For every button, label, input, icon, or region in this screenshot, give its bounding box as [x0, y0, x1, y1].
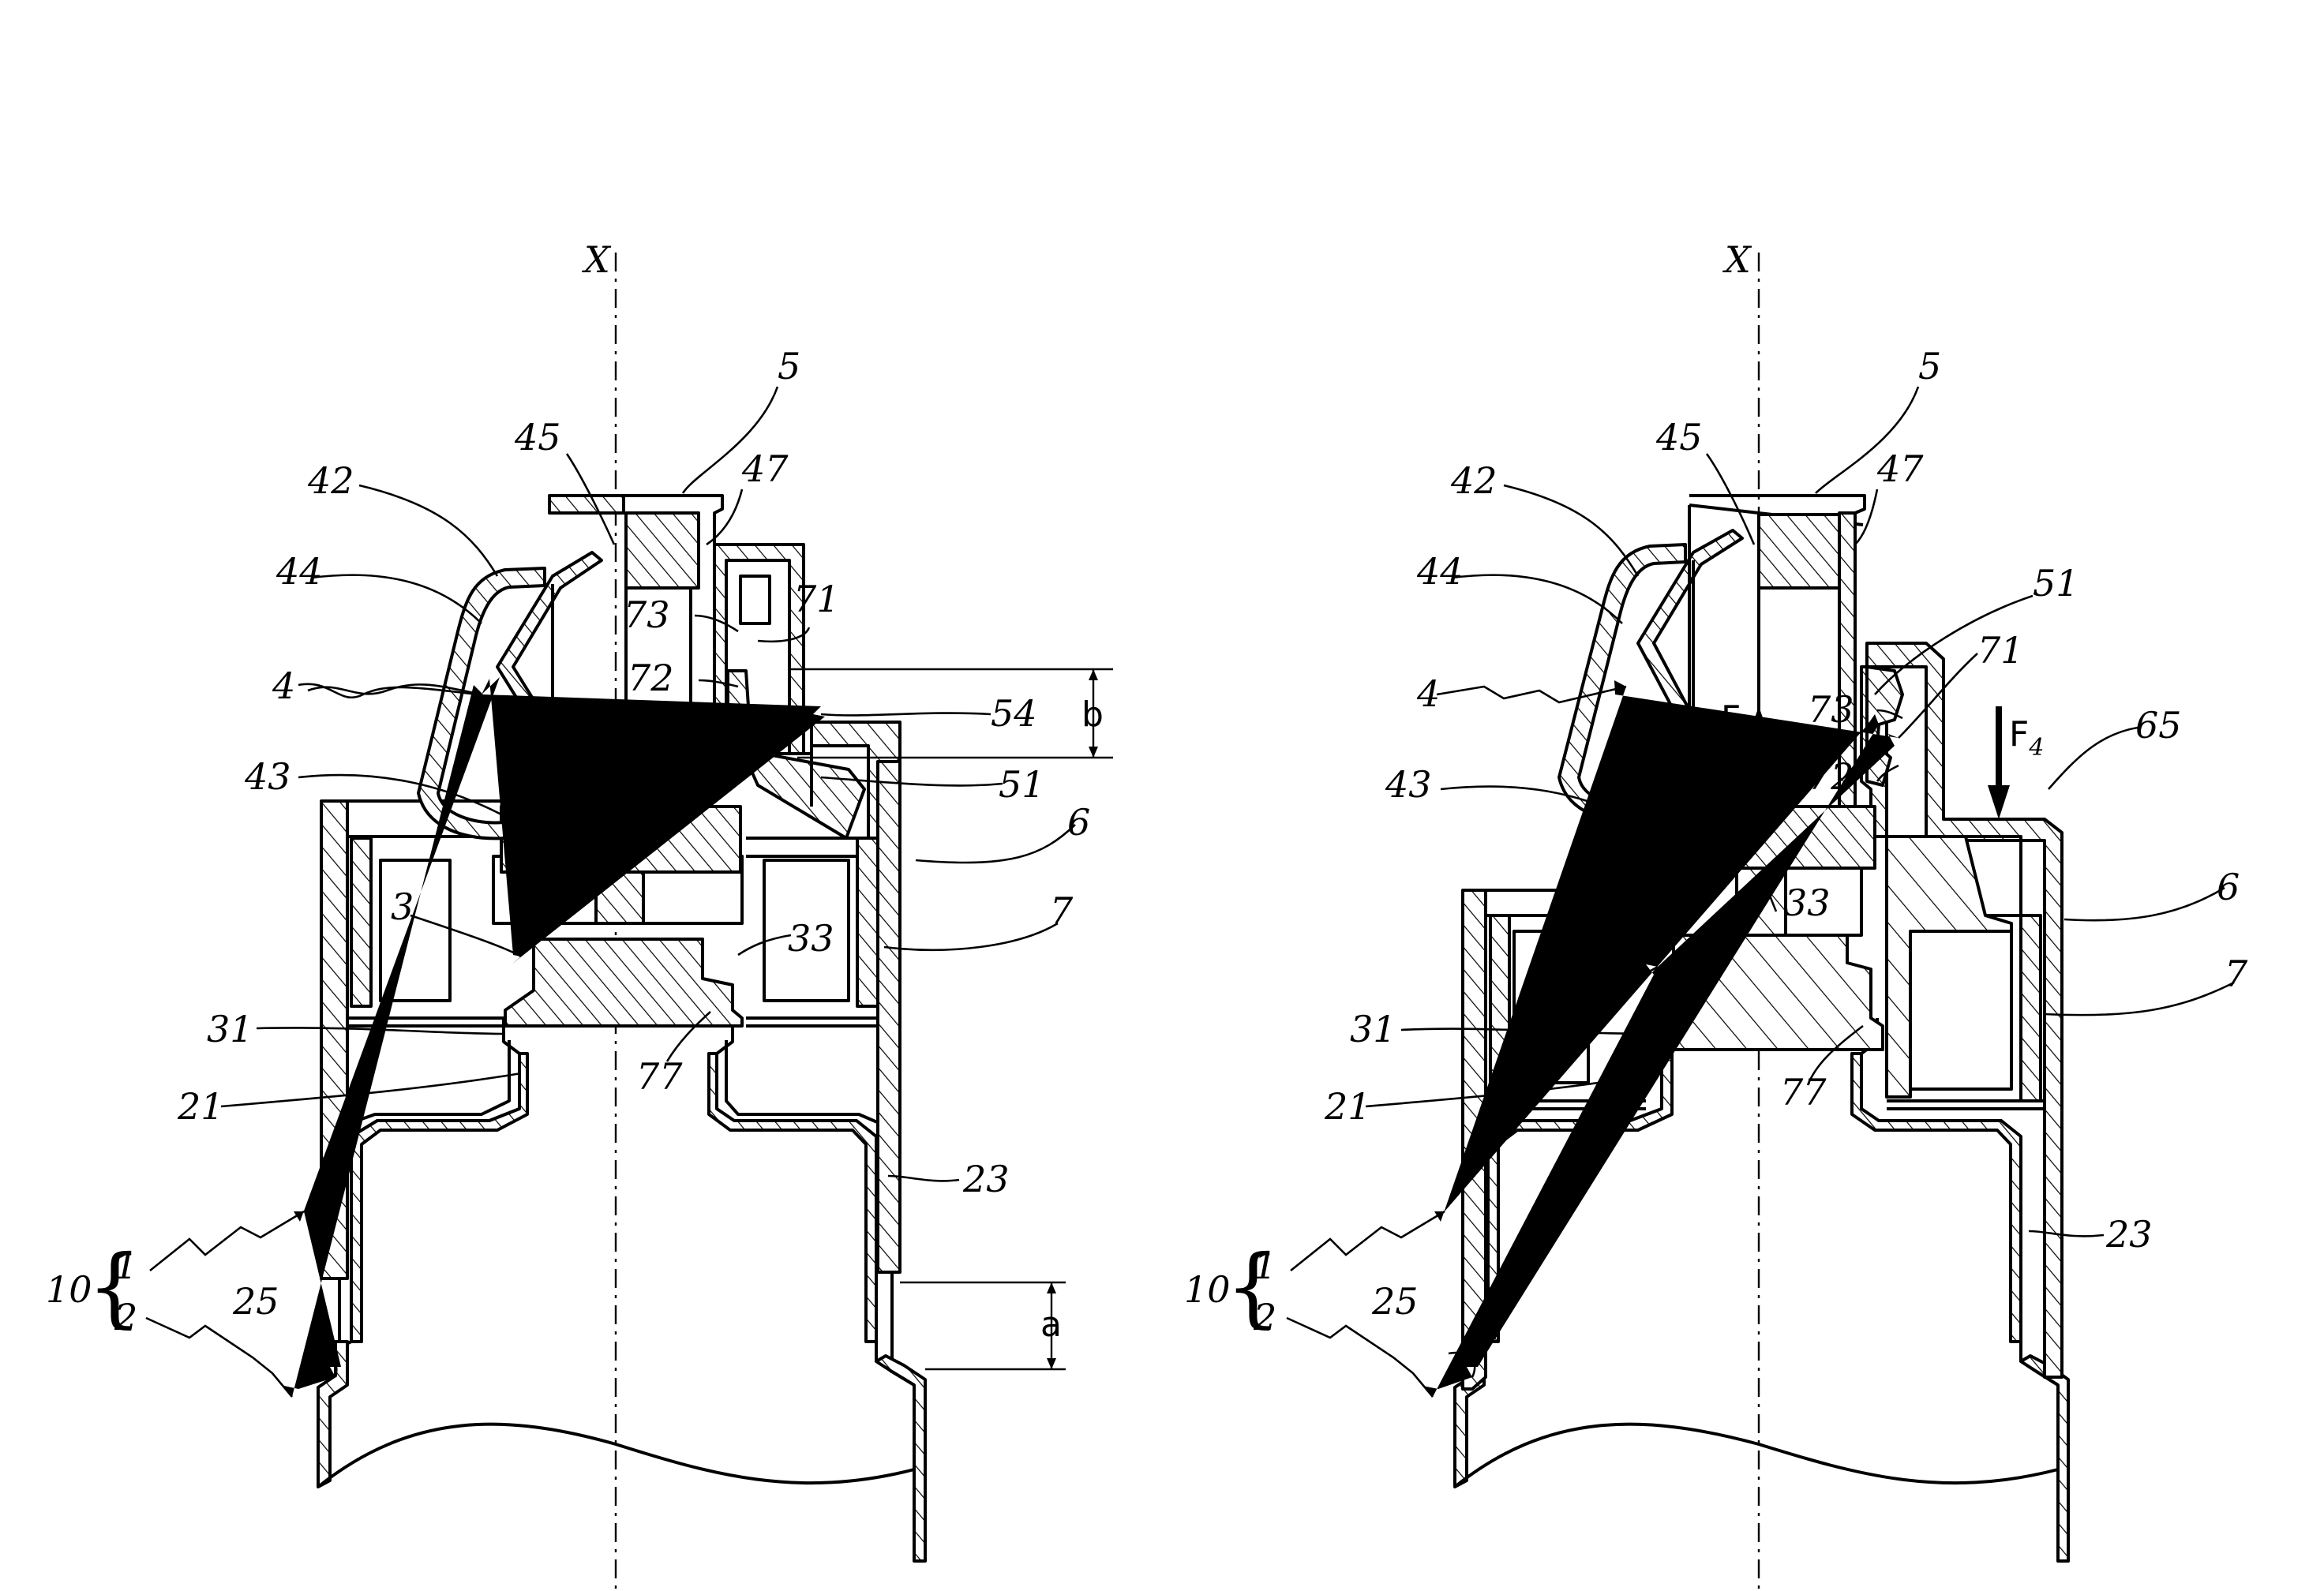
force-down-arrow-head	[1988, 785, 2010, 819]
label-21-right: 21	[1324, 1085, 1371, 1128]
label-51: 51	[999, 763, 1045, 806]
dimension-a-arrow-top	[1047, 1282, 1056, 1293]
label-44: 44	[276, 550, 323, 593]
label-44-right: 44	[1416, 550, 1464, 593]
label-45: 45	[514, 416, 561, 459]
label-72-right: 72	[1808, 755, 1854, 798]
dimension-b-label: b	[1081, 694, 1104, 735]
label-4: 4	[272, 664, 295, 707]
label-1-right: 1	[1254, 1245, 1276, 1287]
label-47: 47	[741, 447, 789, 490]
inner-ring-right-right	[2021, 915, 2041, 1101]
label-73: 73	[624, 593, 670, 636]
label-2-right: 2	[1253, 1296, 1276, 1338]
force-down-label: F4	[2009, 714, 2044, 762]
container-shoulder-left	[351, 1054, 527, 1342]
leader-10-2-right	[1287, 1318, 1433, 1397]
label-21: 21	[177, 1085, 224, 1128]
figure-right-annotations: F5 F4 5 45 47 42 44 51 71 73 4 65 72 43 …	[1184, 345, 2248, 1397]
label-74: 74	[624, 716, 670, 758]
label-23: 23	[962, 1158, 1010, 1200]
figure-right: X	[1455, 238, 2068, 1591]
label-5-right: 5	[1918, 345, 1941, 387]
cap-lip	[549, 496, 624, 513]
label-3: 3	[391, 885, 414, 928]
label-73-right: 73	[1808, 688, 1854, 731]
container-shoulder-right	[709, 1054, 876, 1342]
label-5: 5	[778, 345, 800, 387]
label-10: 10	[46, 1268, 92, 1311]
valve-block-right	[1887, 837, 2011, 1097]
label-33: 33	[788, 917, 834, 960]
leader-10-1-right	[1291, 1211, 1445, 1271]
label-77: 77	[636, 1055, 683, 1098]
container-lower-wall-right	[876, 1356, 925, 1561]
label-47-right: 47	[1876, 447, 1924, 490]
label-45-right: 45	[1655, 416, 1703, 459]
label-54: 54	[991, 692, 1037, 735]
leader-10-2	[146, 1318, 292, 1397]
valve-inner-cup	[740, 576, 770, 623]
dimension-b-arrow-top	[1089, 669, 1098, 680]
dimension-a-arrow-bottom	[1047, 1358, 1056, 1369]
label-6: 6	[1067, 801, 1090, 844]
label-33-right: 33	[1784, 882, 1831, 924]
leader-10-1	[150, 1211, 304, 1271]
cap-block	[626, 513, 699, 588]
label-51-right: 51	[2033, 562, 2079, 605]
label-71: 71	[793, 578, 840, 620]
container-cut-curve-right	[1455, 1424, 2058, 1487]
label-65-right: 65	[2135, 704, 2182, 747]
label-25-right: 25	[1371, 1280, 1419, 1323]
inner-ring-box-right-right	[1910, 931, 2011, 1089]
label-7-right: 7	[2225, 953, 2248, 995]
container-shoulder-right-right	[1852, 1054, 2021, 1342]
dimension-a-label: a	[1040, 1305, 1062, 1345]
dimension-b-arrow-bottom	[1089, 747, 1098, 758]
container-lower-wall-right-right	[2021, 1356, 2068, 1561]
label-71-right: 71	[1977, 629, 2024, 672]
outer-skirt-tube	[878, 762, 900, 1272]
insert-body	[505, 939, 742, 1026]
inner-ring-right	[857, 838, 878, 1006]
axis-label: X	[582, 238, 612, 281]
label-77-right: 77	[1780, 1071, 1827, 1114]
label-42: 42	[307, 459, 354, 502]
label-72: 72	[628, 657, 674, 699]
label-31: 31	[207, 1008, 253, 1050]
axis-label-right: X	[1722, 238, 1752, 281]
cap-block-right	[1759, 515, 1839, 588]
label-1: 1	[114, 1245, 137, 1287]
label-7: 7	[1050, 889, 1074, 932]
inner-ring-left	[351, 838, 371, 1006]
label-2: 2	[114, 1296, 137, 1338]
label-10-right: 10	[1184, 1268, 1231, 1311]
label-3-right: 3	[1524, 960, 1546, 1003]
label-4-right: 4	[1416, 672, 1440, 715]
label-25: 25	[232, 1280, 279, 1323]
label-31-right: 31	[1350, 1008, 1396, 1050]
label-43-right: 43	[1385, 763, 1432, 806]
label-23-right: 23	[2105, 1213, 2153, 1256]
leader-arrowheads	[284, 677, 825, 1397]
label-6-right: 6	[2217, 866, 2240, 908]
label-42-right: 42	[1450, 459, 1497, 502]
label-43: 43	[244, 755, 291, 798]
